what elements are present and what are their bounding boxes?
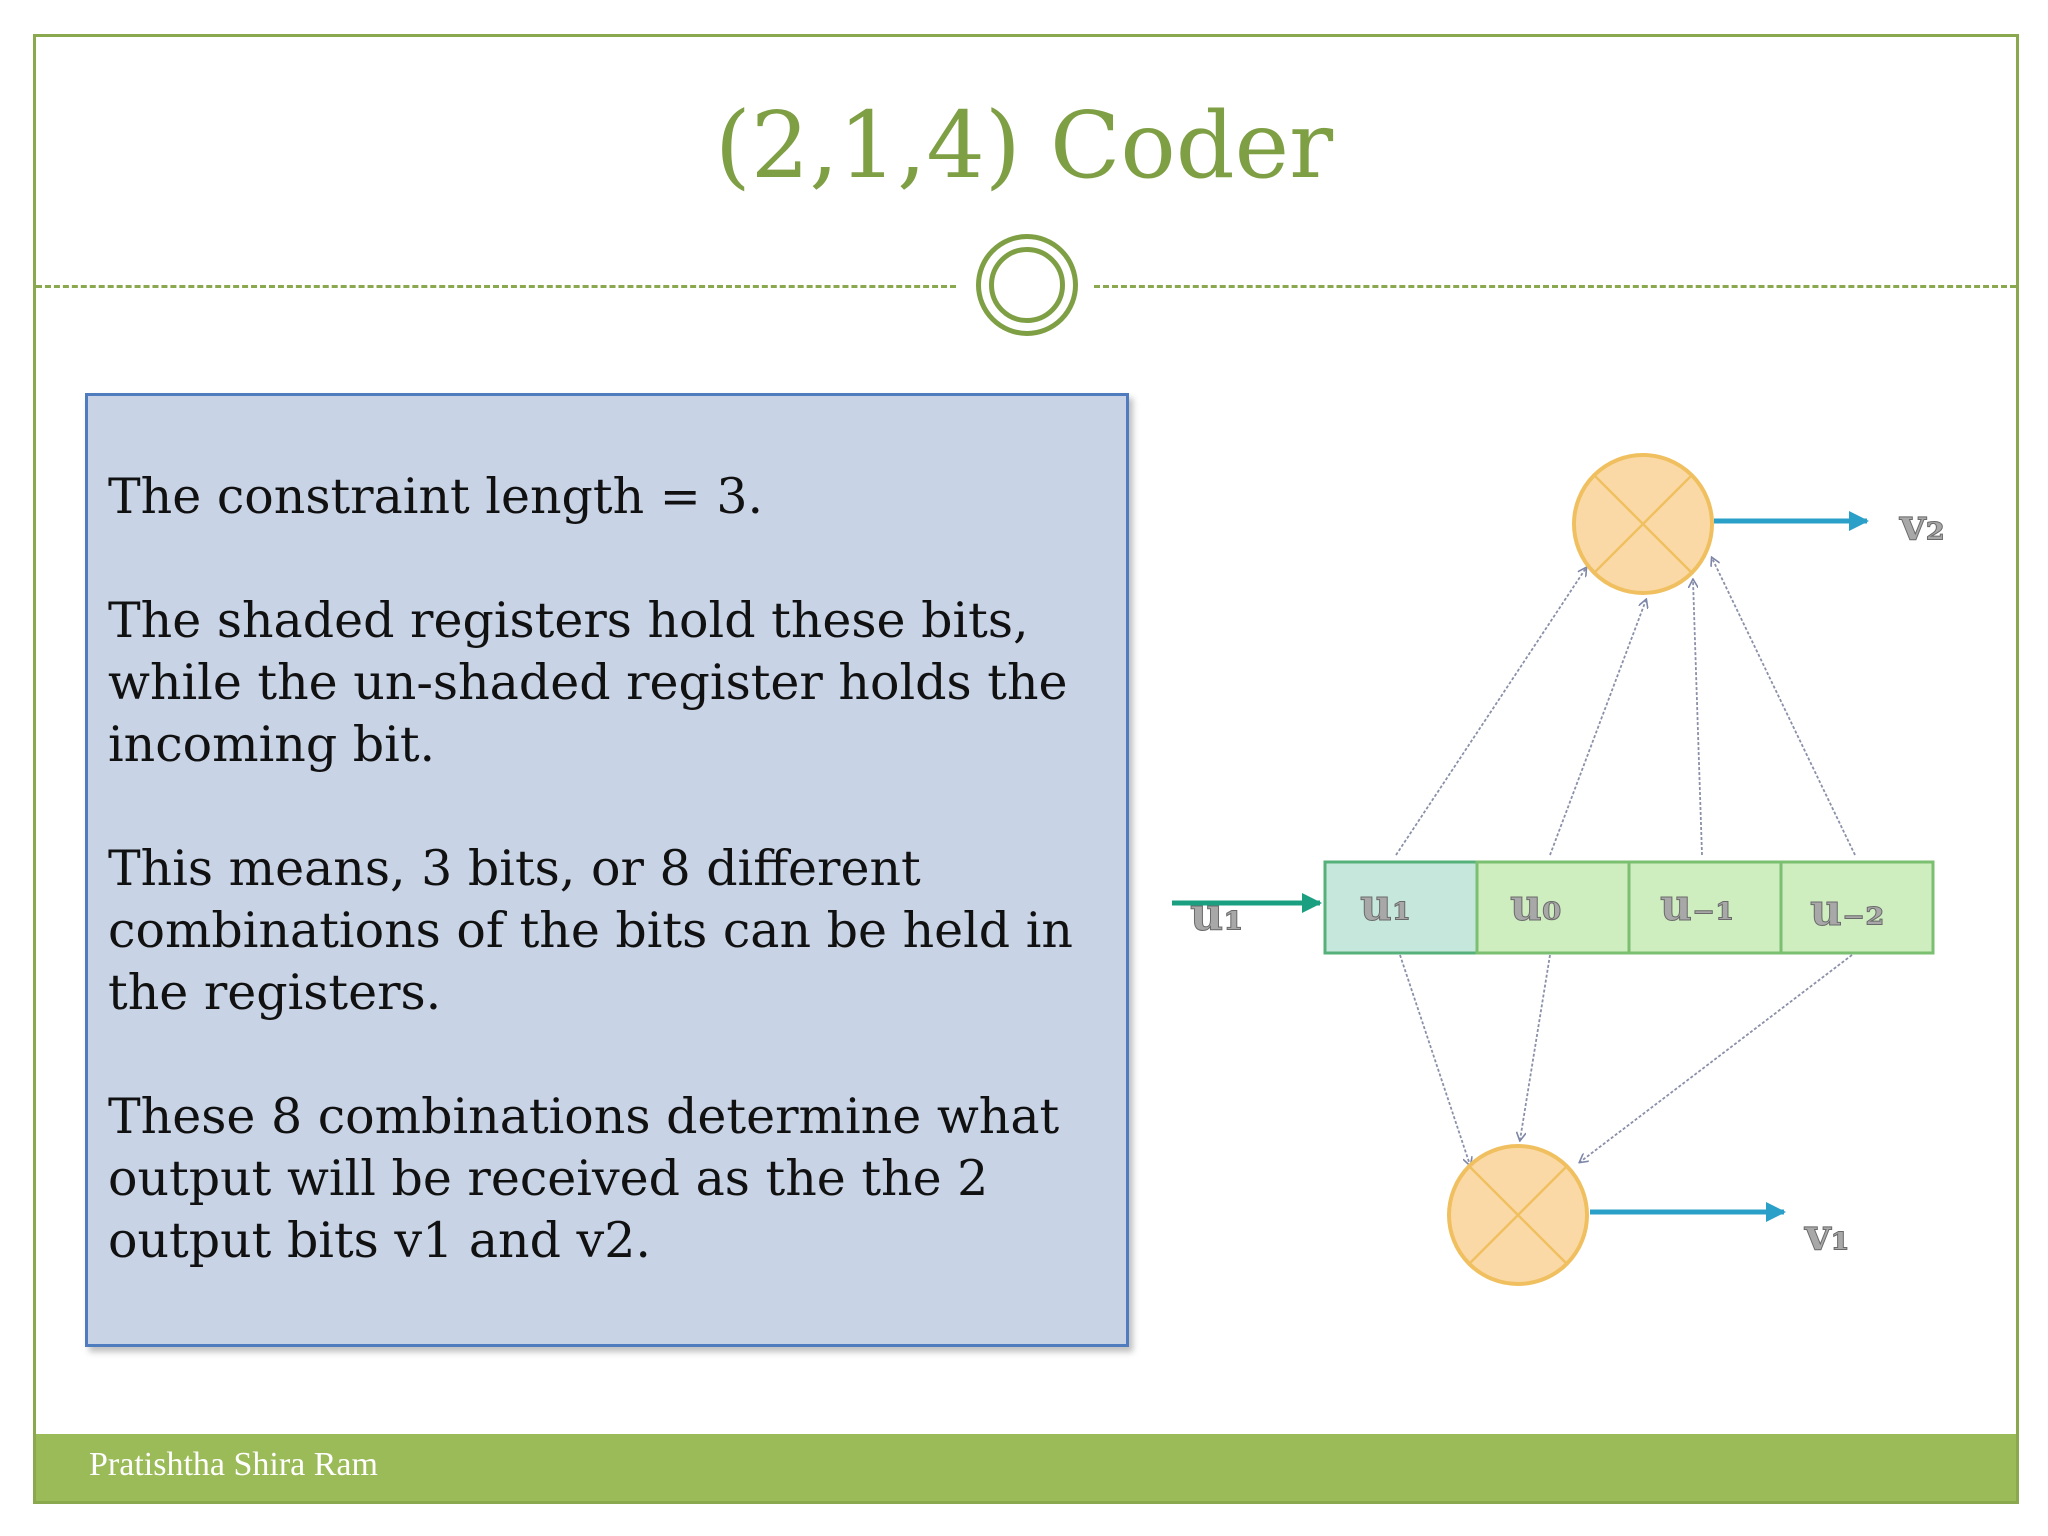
- output-label-v1: v₁: [1804, 1210, 1850, 1261]
- connection-u1-to-top-adder: [1395, 568, 1586, 856]
- connection-u0-to-bottom-adder: [1520, 954, 1551, 1140]
- slide-frame: [33, 34, 2019, 1504]
- title-divider-left: [36, 285, 956, 288]
- convolutional-encoder-diagram: v₂ u₁ u₁ u₀ u₋₁ u₋₂ v₁: [1172, 453, 1945, 1286]
- shift-register: u₁ u₀ u₋₁ u₋₂: [1323, 860, 1935, 955]
- register-cell-u1: [1323, 860, 1479, 955]
- register-cell-u-1: [1627, 860, 1783, 955]
- paragraph-constraint-length: The constraint length = 3.: [108, 468, 764, 525]
- connection-u1-to-bottom-adder: [1399, 954, 1470, 1165]
- input-label-u1: u₁: [1190, 887, 1244, 941]
- slide-title: (2,1,4) Coder: [714, 92, 1334, 199]
- register-cell-u0: [1475, 860, 1631, 955]
- connection-u-2-to-bottom-adder: [1580, 954, 1853, 1162]
- divider-ring-inner: [989, 247, 1065, 323]
- footer-bar: Pratishtha Shira Ram: [36, 1434, 2016, 1501]
- bottom-modulo-adder-icon: [1447, 1144, 1589, 1286]
- description-textbox: The constraint length = 3. The shaded re…: [85, 393, 1129, 1347]
- divider-ring-ornament: [976, 234, 1078, 336]
- connection-u-1-to-top-adder: [1693, 580, 1703, 856]
- top-modulo-adder-icon: [1572, 453, 1714, 595]
- register-label-u-2: u₋₂: [1810, 885, 1885, 936]
- footer-author: Pratishtha Shira Ram: [89, 1446, 378, 1483]
- paragraph-output-bits: These 8 combinations determine what outp…: [108, 1088, 1060, 1269]
- register-cell-u-2: [1779, 860, 1935, 955]
- output-label-v2: v₂: [1899, 500, 1945, 551]
- paragraph-bit-combinations: This means, 3 bits, or 8 different combi…: [108, 840, 1073, 1021]
- connection-u-2-to-top-adder: [1712, 558, 1856, 856]
- register-label-u-1: u₋₁: [1660, 880, 1735, 931]
- connection-u0-to-top-adder: [1549, 600, 1646, 856]
- register-label-u0: u₀: [1510, 880, 1561, 931]
- title-divider-right: [1094, 285, 2016, 288]
- register-label-u1: u₁: [1360, 880, 1411, 931]
- paragraph-shaded-registers: The shaded registers hold these bits, wh…: [108, 592, 1068, 773]
